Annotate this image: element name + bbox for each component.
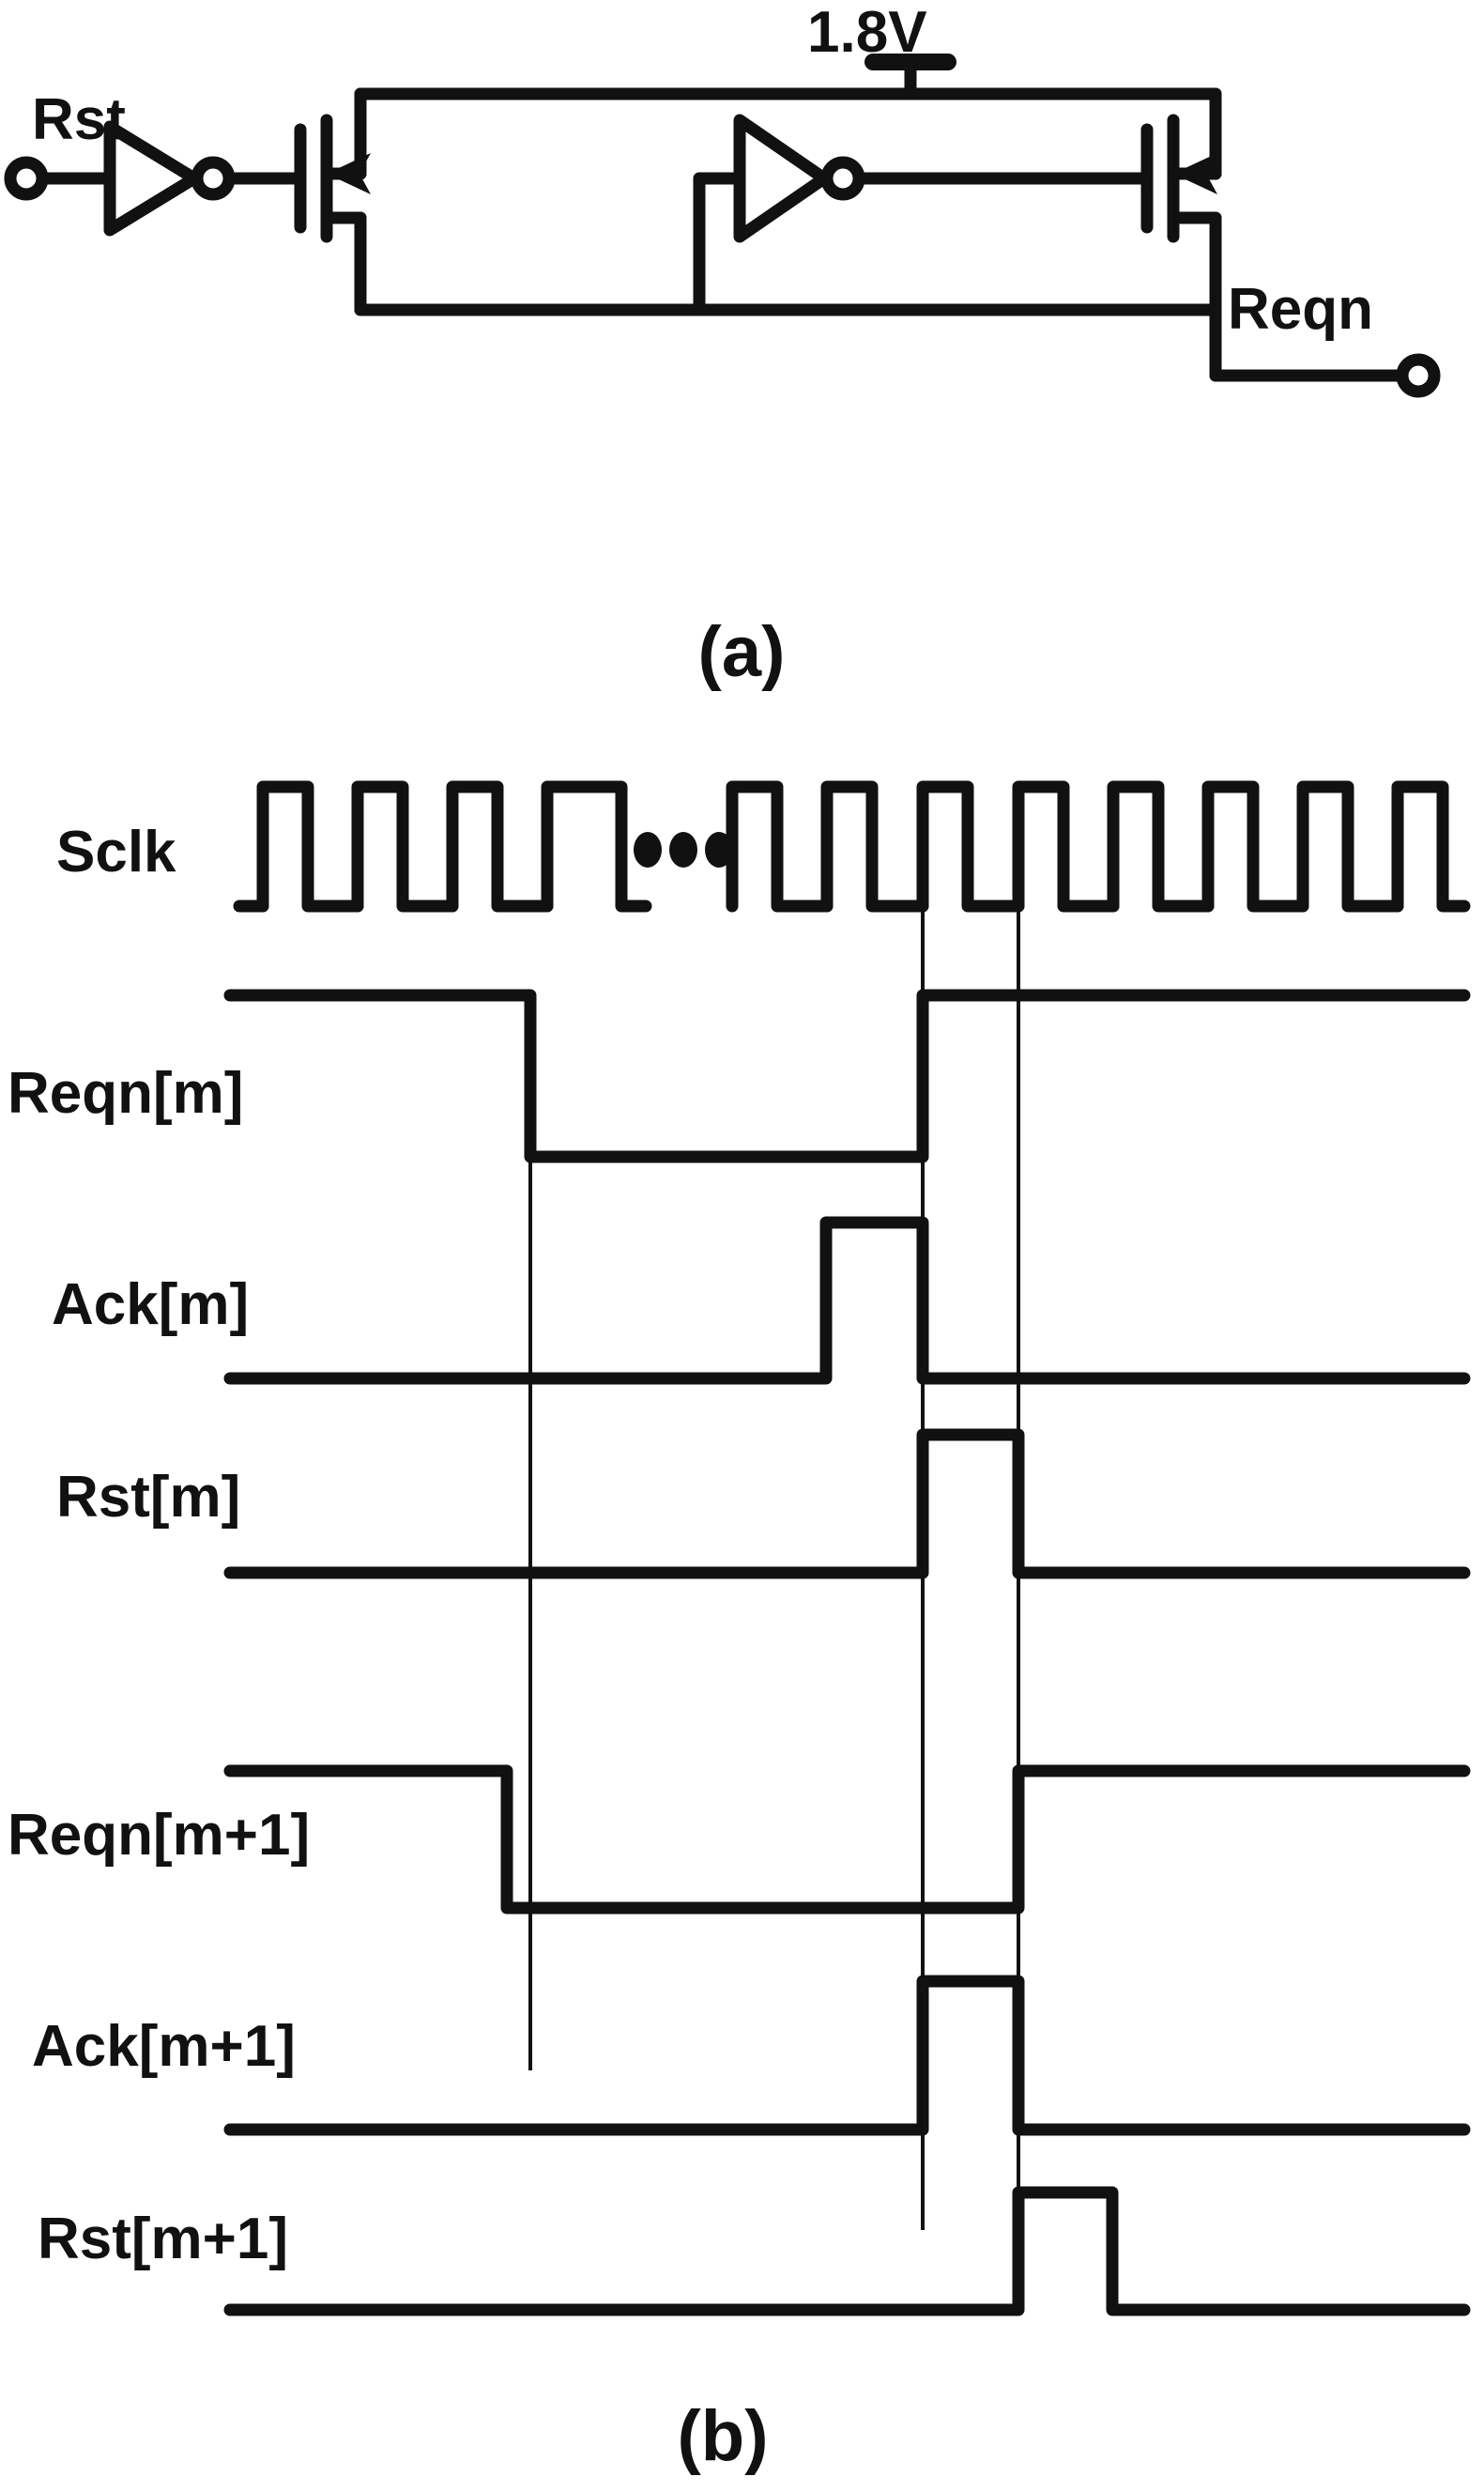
inverter-feedback [693, 114, 1150, 316]
clock-gap-ellipsis [634, 832, 733, 868]
inverter-left [103, 120, 236, 237]
panel-a-schematic [4, 54, 1441, 398]
reqn-output-wire [1209, 303, 1409, 382]
waveform-sclk [233, 780, 1471, 913]
reqn-output-label: Reqn [1228, 277, 1373, 342]
waveform-reqn-m [223, 989, 1471, 1163]
panel-a-caption: (a) [698, 612, 786, 692]
signal-label-sclk: Sclk [56, 820, 176, 885]
panel-b-caption: (b) [677, 2396, 768, 2476]
signal-label-rst-m1: Rst[m+1] [38, 2207, 288, 2271]
waveform-rst-m [223, 1428, 1471, 1579]
signal-label-ack-m1: Ack[m+1] [32, 2014, 296, 2079]
waveform-ack-m [223, 1216, 1471, 1385]
pmos-left [294, 114, 371, 316]
supply-label: 1.8V [807, 0, 927, 65]
waveform-ack-m1 [223, 1975, 1471, 2136]
panel-b-waveforms [223, 780, 1471, 2316]
rst-input-label: Rst [32, 87, 126, 152]
reqn-output-terminal[interactable] [1396, 353, 1441, 398]
pmos-right [1140, 114, 1222, 316]
signal-label-rst-m: Rst[m] [56, 1465, 240, 1530]
waveform-reqn-m1 [223, 1764, 1471, 1915]
signal-label-reqn-m1: Reqn[m+1] [8, 1803, 310, 1868]
waveform-rst-m1 [223, 2186, 1471, 2316]
timing-markers [528, 911, 1020, 2310]
signal-label-reqn-m: Reqn[m] [8, 1061, 243, 1126]
signal-label-ack-m: Ack[m] [52, 1272, 249, 1337]
